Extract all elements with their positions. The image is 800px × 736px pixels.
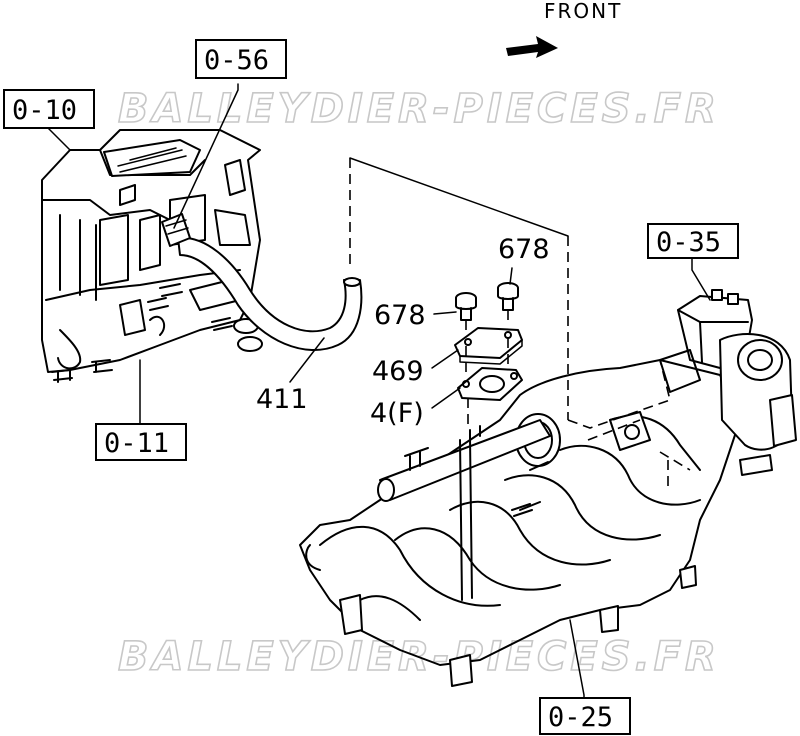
- part-label-678-left[interactable]: 678: [374, 300, 426, 331]
- hose-411-drawing: [161, 213, 363, 351]
- part-label-469[interactable]: 469: [372, 356, 424, 387]
- watermark-top: BALLEYDIER-PIECES.FR: [118, 86, 720, 132]
- front-label: FRONT: [544, 0, 622, 23]
- intake-manifold-drawing: [299, 359, 741, 687]
- ref-box-0-25[interactable]: 0-25: [539, 697, 631, 735]
- ref-label-0-25: 0-25: [548, 702, 613, 733]
- bolt-678-right-drawing: [497, 282, 519, 311]
- alignment-lines: [349, 158, 691, 490]
- ref-label-0-35: 0-35: [656, 227, 721, 258]
- ref-box-0-10[interactable]: 0-10: [3, 89, 95, 129]
- front-arrow-icon: [506, 36, 558, 58]
- ref-box-0-35[interactable]: 0-35: [647, 223, 739, 259]
- leader-lines: [47, 83, 711, 701]
- part-label-4f[interactable]: 4(F): [370, 398, 424, 429]
- ref-label-0-11: 0-11: [104, 428, 169, 459]
- throttle-body-drawing: [659, 289, 797, 476]
- ref-label-0-56: 0-56: [204, 45, 269, 76]
- part-label-411[interactable]: 411: [256, 384, 308, 415]
- ref-label-0-10: 0-10: [12, 95, 77, 126]
- ref-box-0-56[interactable]: 0-56: [195, 39, 287, 79]
- part-label-678-top[interactable]: 678: [498, 234, 550, 265]
- bolt-678-left-drawing: [455, 292, 477, 321]
- cylinder-head-drawing: [41, 129, 263, 383]
- plate-469-drawing: [454, 327, 523, 365]
- gasket-4f-drawing: [457, 367, 523, 401]
- ref-box-0-11[interactable]: 0-11: [95, 423, 187, 461]
